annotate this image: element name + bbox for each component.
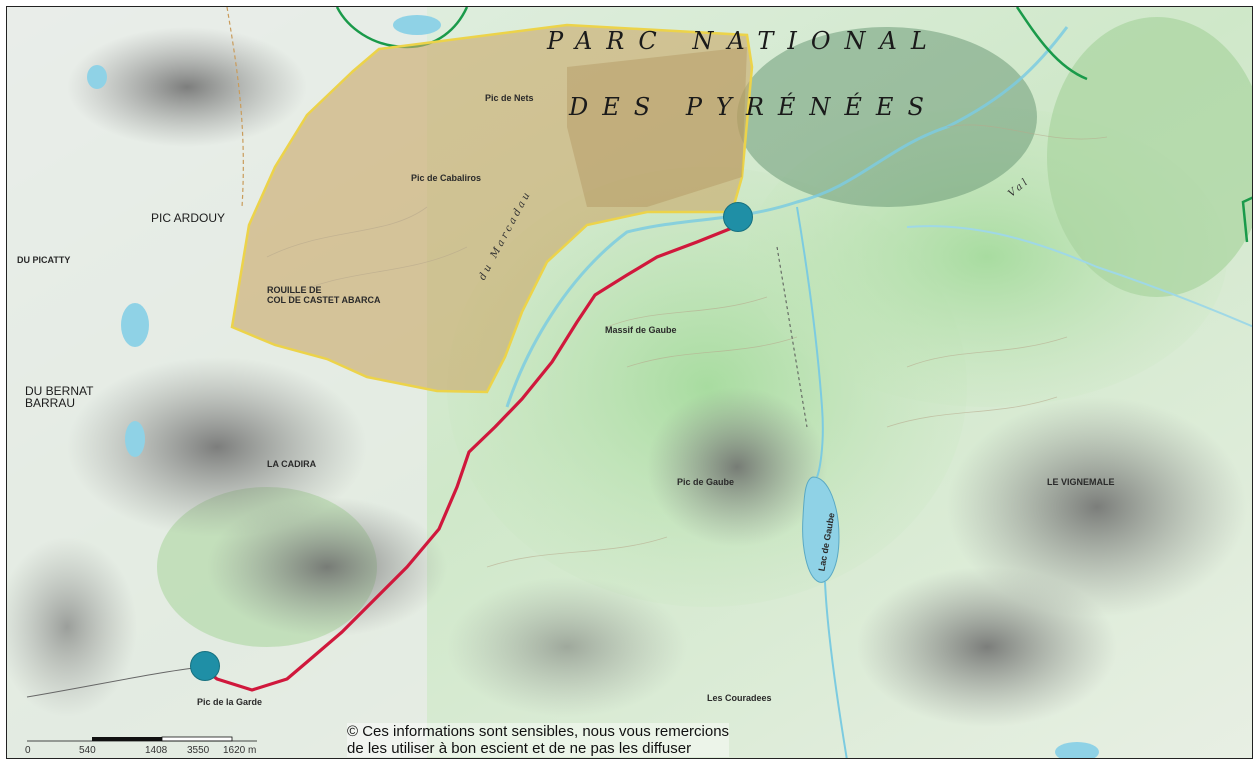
river-gaube xyxy=(796,206,824,478)
valley-northeast xyxy=(1047,17,1252,297)
forest-north xyxy=(737,27,1037,207)
map-frame[interactable]: PARC NATIONAL DES PYRÉNÉES PIC ARDOUY Pi… xyxy=(6,6,1253,759)
label-du-bernat-barrau: DU BERNAT BARRAU xyxy=(25,384,94,410)
rock-se xyxy=(857,567,1117,727)
label-les-couradees: Les Couradees xyxy=(707,693,772,703)
route-end-marker[interactable] xyxy=(723,202,753,232)
river-east xyxy=(906,225,1252,328)
lake-se xyxy=(1055,742,1099,758)
lake-north xyxy=(393,15,441,35)
scale-tick-0: 0 xyxy=(25,745,31,756)
rock-gaube xyxy=(647,387,827,547)
road-southwest xyxy=(26,666,203,698)
disclaimer-line1: © Ces informations sont sensibles, nous … xyxy=(347,723,730,740)
scale-tick-1: 540 xyxy=(79,745,96,756)
rock-s xyxy=(447,577,687,717)
hiking-route xyxy=(203,224,739,692)
label-pic-de-la-garde: Pic de la Garde xyxy=(197,697,263,707)
label-le-vignemale: LE VIGNEMALE xyxy=(1047,477,1115,487)
route-start-marker[interactable] xyxy=(190,651,220,681)
label-la-cadira: LA CADIRA xyxy=(267,459,317,469)
scale-bar xyxy=(27,736,257,742)
lake-west-2 xyxy=(125,421,145,457)
label-pic-ardouy: PIC ARDOUY xyxy=(151,211,226,225)
lake-west xyxy=(121,303,149,347)
rock-w xyxy=(67,357,367,537)
label-pic-de-cabaliros: Pic de Cabaliros xyxy=(411,173,482,183)
park-boundary-east xyxy=(1241,196,1252,243)
scale-tick-2: 1408 xyxy=(145,745,168,756)
label-pic-de-nets: Pic de Nets xyxy=(485,93,534,103)
label-picatty: DU PICATTY xyxy=(17,255,71,265)
river-marcadau xyxy=(505,26,1069,408)
scale-tick-3: 3550 xyxy=(187,745,210,756)
sensitive-zone xyxy=(230,23,754,394)
trail-north xyxy=(226,7,244,208)
rock-nw xyxy=(67,27,307,147)
trail-gaube xyxy=(776,246,808,428)
label-massif-de-gaube: Massif de Gaube xyxy=(605,325,677,335)
rock-sw xyxy=(207,497,447,637)
label-castet-abarca: ROUILLE DE COL DE CASTET ABARCA xyxy=(267,285,381,305)
lac-de-gaube xyxy=(802,476,840,583)
contour-lines xyxy=(266,124,1108,568)
river-south xyxy=(824,581,848,758)
label-pic-de-gaube: Pic de Gaube xyxy=(677,477,735,487)
scale-tick-4: 1620 m xyxy=(223,745,257,756)
park-boundary-ne xyxy=(1015,7,1088,81)
rock-vignemale xyxy=(947,397,1247,617)
topographic-map[interactable] xyxy=(7,7,1253,759)
sensitive-zone-shade xyxy=(567,47,747,207)
disclaimer-line2: de les utiliser à bon escient et de ne p… xyxy=(347,740,692,757)
park-title-line2: DES PYRÉNÉES xyxy=(569,93,938,121)
sensitivity-disclaimer: © Ces informations sont sensibles, nous … xyxy=(347,723,730,757)
lake-nw xyxy=(87,65,107,89)
park-title-line1: PARC NATIONAL xyxy=(547,27,941,55)
rock-far-w xyxy=(7,537,137,717)
